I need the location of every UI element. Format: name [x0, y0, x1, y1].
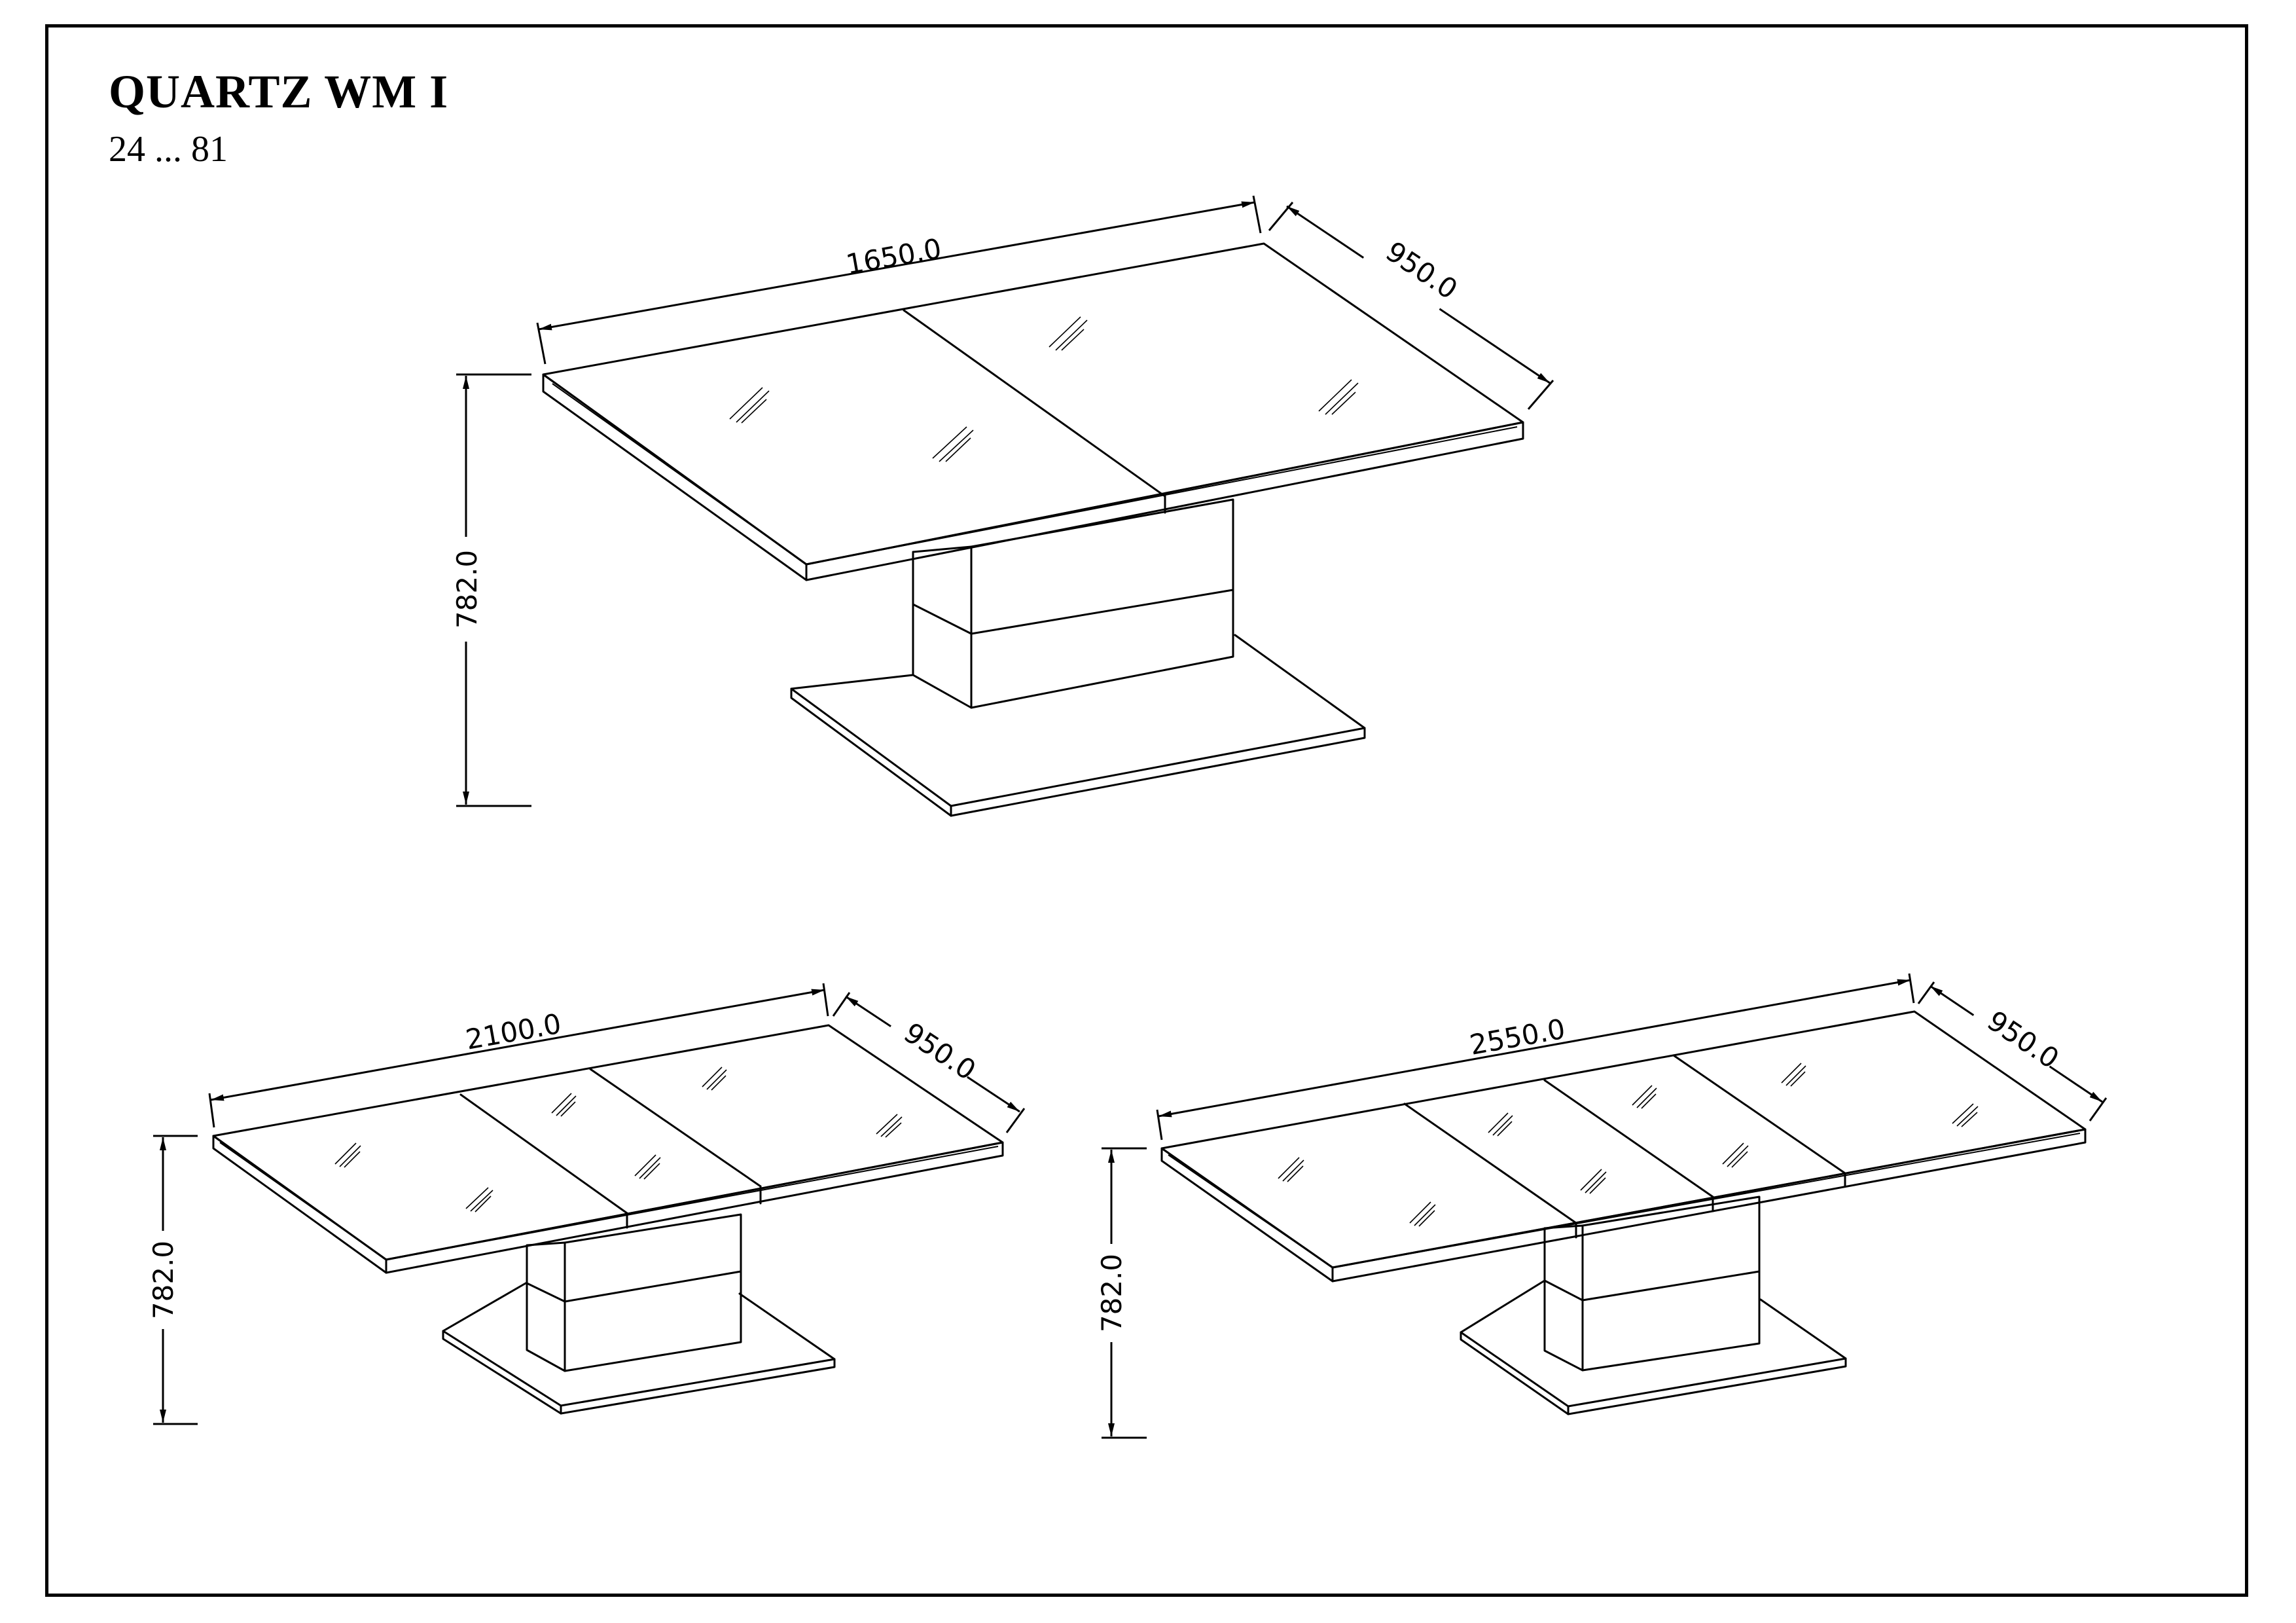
- height-label: 782.0: [451, 550, 483, 629]
- table-top: [1160, 1010, 2087, 1283]
- base-plate: [1460, 1279, 1847, 1415]
- length-label: 2550.0: [1467, 1013, 1568, 1061]
- length-label: 2100.0: [463, 1008, 564, 1056]
- table-view-2100: 2100.0 950.0 782.0: [147, 983, 1026, 1425]
- height-label: 782.0: [1096, 1254, 1128, 1332]
- glass-reflection-marks: [1278, 1063, 1979, 1227]
- dimension-depth: 950.0: [832, 992, 1026, 1133]
- dimension-height: 782.0: [147, 1135, 198, 1425]
- dimension-depth: 950.0: [1268, 202, 1554, 410]
- drawing-frame: [45, 24, 2248, 1597]
- product-title: QUARTZ WM I: [109, 65, 449, 118]
- table-view-2550: 2550.0 950.0 782.0: [1096, 973, 2108, 1439]
- dimension-length: 2550.0: [1156, 973, 1915, 1140]
- dimension-height: 782.0: [1096, 1147, 1147, 1439]
- product-code: 24 ... 81: [109, 129, 228, 170]
- dimension-length: 2100.0: [208, 983, 829, 1128]
- dimension-height: 782.0: [451, 373, 531, 807]
- table-top: [542, 242, 1524, 581]
- base-plate: [790, 634, 1366, 817]
- length-label: 1650.0: [844, 232, 944, 281]
- dimension-length: 1650.0: [536, 195, 1262, 365]
- glass-reflection-marks: [729, 316, 1359, 462]
- base-plate: [442, 1281, 836, 1415]
- pedestal-column: [1543, 1195, 1761, 1372]
- height-label: 782.0: [147, 1241, 179, 1319]
- pedestal-column: [526, 1213, 742, 1372]
- table-view-1650: 1650.0 950.0 782.0: [451, 195, 1554, 817]
- pedestal-column: [912, 498, 1234, 709]
- dimension-depth: 950.0: [1917, 981, 2108, 1122]
